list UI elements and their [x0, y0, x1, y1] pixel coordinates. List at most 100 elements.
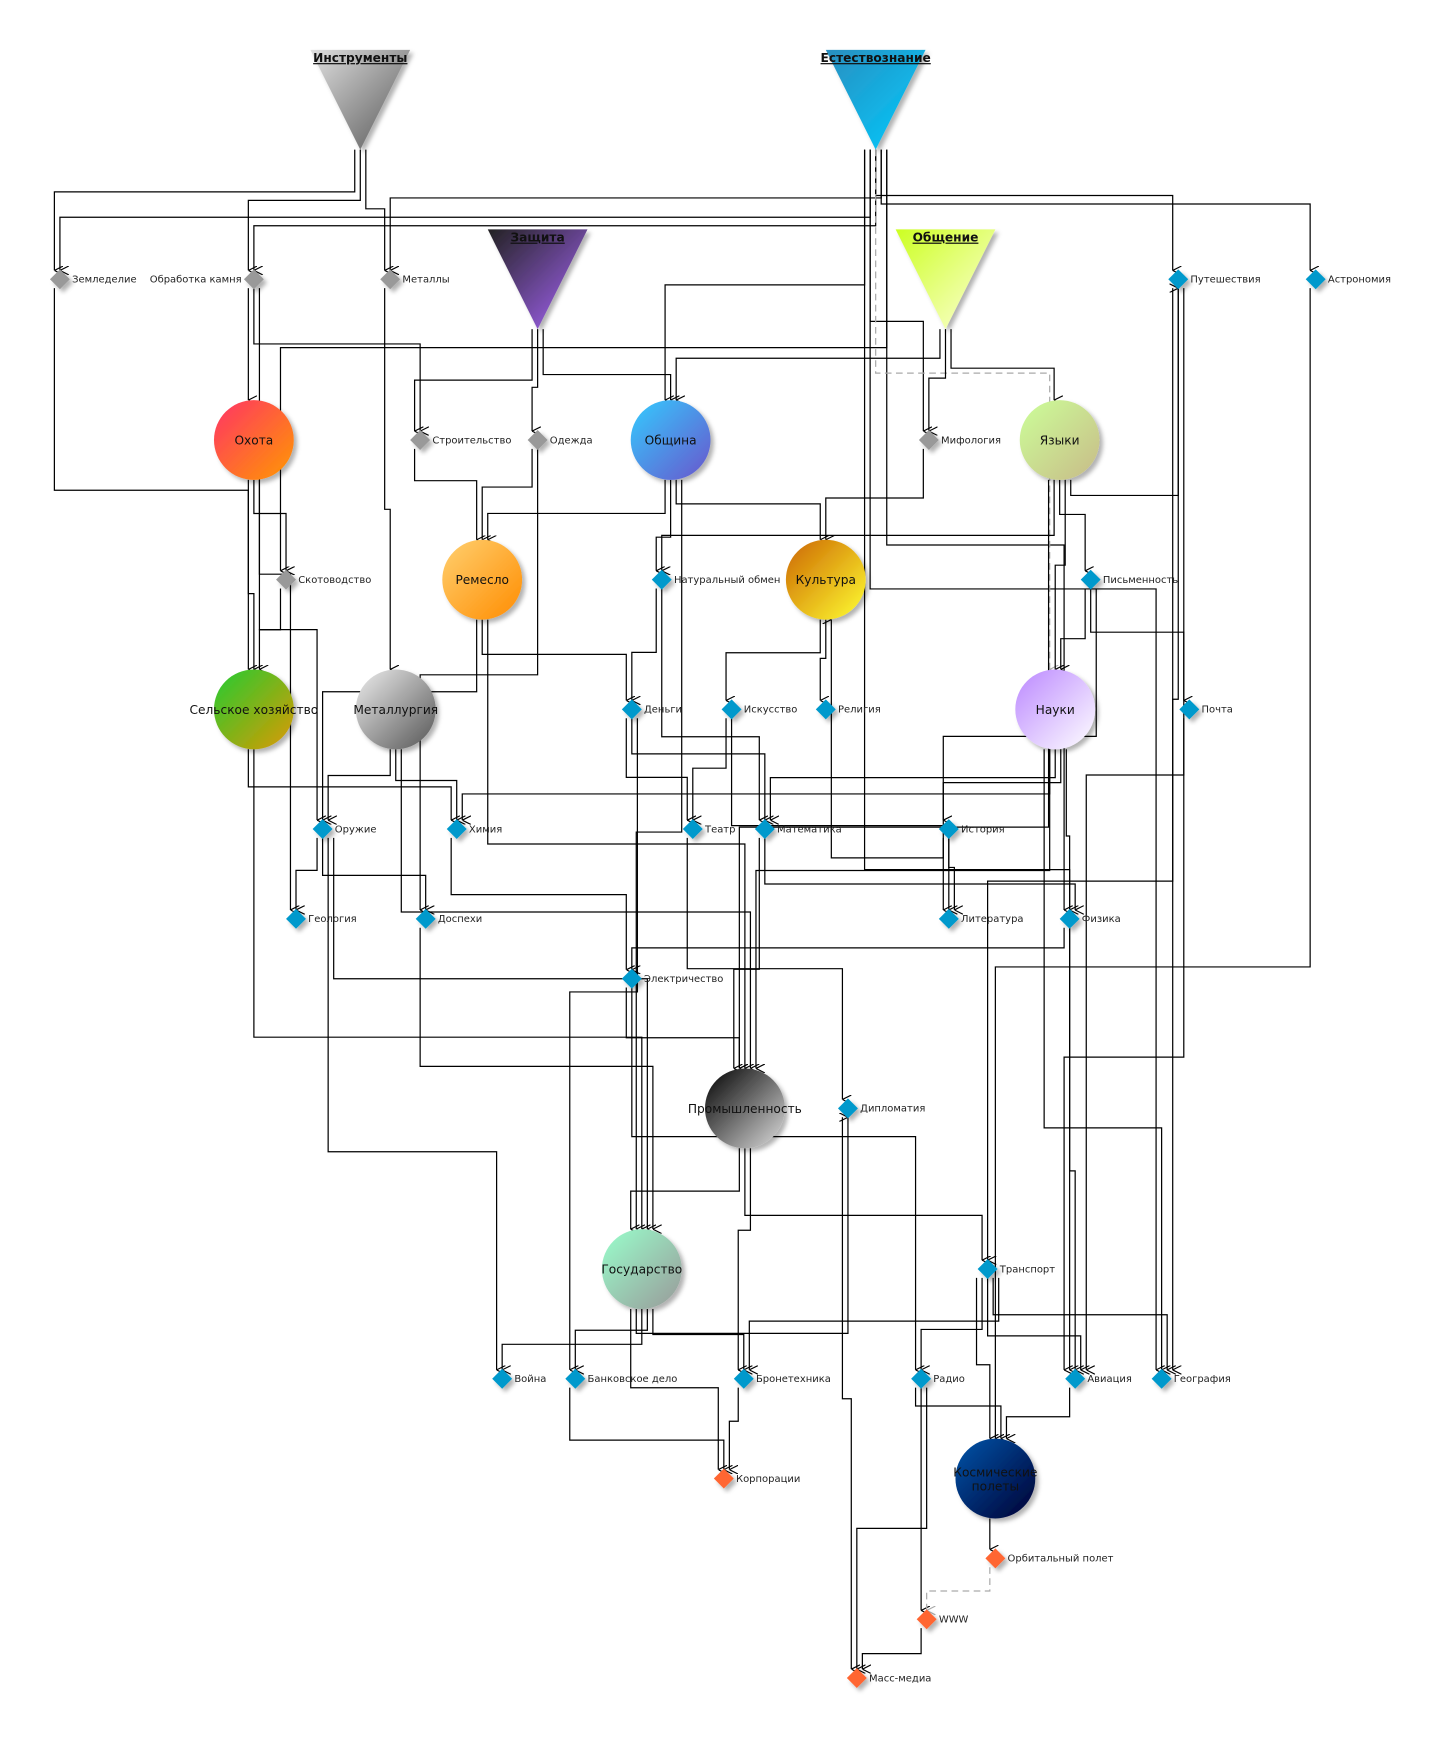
- node-pismennost[interactable]: Письменность: [1080, 569, 1179, 590]
- node-label: Банковское дело: [587, 1374, 677, 1385]
- diamond-node-shape: [1305, 269, 1326, 290]
- node-obrabotka[interactable]: Обработка камня: [150, 269, 264, 290]
- diamond-node-shape: [446, 819, 467, 840]
- node-pochta[interactable]: Почта: [1179, 699, 1233, 720]
- edge-promyshlennost-to-gosudarstvo: [630, 1148, 740, 1229]
- node-kultura[interactable]: Культура: [785, 539, 866, 620]
- node-orbitalny[interactable]: Орбитальный полет: [985, 1548, 1114, 1569]
- diamond-node-shape: [721, 699, 742, 720]
- diamond-node-shape: [621, 699, 642, 720]
- node-stroitelstvo[interactable]: Строительство: [410, 430, 511, 450]
- edge-yazyki-to-promyshlennost: [738, 479, 1050, 1069]
- node-voyna[interactable]: Война: [492, 1368, 546, 1389]
- edge-obshchina-to-gosudarstvo: [635, 479, 683, 1229]
- node-label: Астрономия: [1328, 275, 1391, 286]
- node-religiya[interactable]: Религия: [815, 699, 881, 720]
- node-label: Ремесло: [455, 573, 509, 587]
- node-label: Почта: [1202, 705, 1233, 716]
- edge-orbitalny-to-www: [926, 1567, 991, 1610]
- node-istoriya[interactable]: История: [938, 819, 1005, 840]
- node-skotovodstvo[interactable]: Скотоводство: [276, 569, 371, 590]
- node-geologiya[interactable]: Геология: [286, 908, 357, 929]
- node-label: Искусство: [744, 705, 798, 716]
- edge-pochta-to-aviatsiya: [1063, 718, 1185, 1370]
- triangle-node-shape: [895, 229, 996, 330]
- edge-pismennost-to-pochta: [1090, 588, 1184, 701]
- node-mifologiya[interactable]: Мифология: [918, 430, 1001, 450]
- node-metally[interactable]: Металлы: [380, 269, 450, 290]
- node-literatura[interactable]: Литература: [938, 908, 1024, 929]
- edge-gosudarstvo-to-diplomatiya: [635, 1117, 849, 1334]
- node-label: Война: [514, 1374, 546, 1385]
- node-label: География: [1174, 1374, 1231, 1385]
- node-diplomatiya[interactable]: Дипломатия: [837, 1098, 925, 1119]
- edge-puteshestviya-to-aviatsiya: [1085, 288, 1185, 1370]
- circle-node-shape: [704, 1068, 785, 1149]
- node-label: WWW: [939, 1615, 969, 1626]
- edge-www-to-massmedia: [861, 1628, 922, 1669]
- node-selskoe[interactable]: Сельское хозяйство: [190, 669, 319, 750]
- edge-obshchina-to-naturalny: [655, 479, 672, 571]
- node-dospehi[interactable]: Доспехи: [415, 908, 483, 929]
- node-puteshestviya[interactable]: Путешествия: [1168, 269, 1261, 290]
- node-promyshlennost[interactable]: Промышленность: [688, 1068, 802, 1149]
- node-zemledelie[interactable]: Земледелие: [49, 269, 137, 290]
- edge-dengi-to-teatr: [625, 718, 687, 820]
- node-himiya[interactable]: Химия: [446, 819, 502, 840]
- node-matematika[interactable]: Математика: [754, 819, 842, 840]
- edge-yazyki-to-nauki: [1054, 479, 1066, 670]
- node-naturalny[interactable]: Натуральный обмен: [651, 569, 781, 590]
- node-iskusstvo[interactable]: Искусство: [721, 699, 798, 720]
- edge-istoriya-to-literatura: [948, 837, 955, 910]
- node-fizika[interactable]: Физика: [1059, 908, 1121, 929]
- edge-gosudarstvo-to-korporatsii: [630, 1308, 719, 1470]
- circle-node-shape: [442, 539, 523, 620]
- node-bronetehnika[interactable]: Бронетехника: [733, 1368, 831, 1389]
- node-yazyki[interactable]: Языки: [1019, 400, 1100, 480]
- node-obshchenie[interactable]: Общение: [895, 229, 996, 330]
- node-massmedia[interactable]: Масс-медиа: [846, 1668, 932, 1689]
- edge-transport-to-aviatsiya: [987, 1277, 1081, 1370]
- node-instrumenty[interactable]: Инструменты: [310, 49, 411, 150]
- node-bankovskoe[interactable]: Банковское дело: [565, 1368, 677, 1389]
- node-transport[interactable]: Транспорт: [977, 1259, 1056, 1280]
- node-korporatsii[interactable]: Корпорации: [713, 1468, 800, 1489]
- node-label: Дипломатия: [860, 1104, 925, 1115]
- node-remeslo[interactable]: Ремесло: [442, 539, 523, 620]
- node-dengi[interactable]: Деньги: [621, 699, 682, 720]
- node-odezhda[interactable]: Одежда: [527, 430, 593, 450]
- node-teatr[interactable]: Театр: [682, 819, 736, 840]
- node-nauki[interactable]: Науки: [1015, 669, 1096, 750]
- edge-metallurgiya-to-promyshlennost: [400, 749, 750, 1068]
- node-radio[interactable]: Радио: [911, 1368, 965, 1389]
- edge-obshchina-to-remeslo: [487, 479, 666, 540]
- edge-transport-to-radio: [920, 1277, 983, 1370]
- diamond-node-shape: [1080, 569, 1101, 590]
- node-gosudarstvo[interactable]: Государство: [601, 1229, 682, 1309]
- edge-yazyki-to-pismennost: [1059, 479, 1085, 571]
- edge-instrumenty-to-obrabotka: [247, 149, 361, 271]
- node-aviatsiya[interactable]: Авиация: [1065, 1368, 1132, 1389]
- edge-estestvoznanie-to-nauki: [875, 149, 1050, 670]
- node-astronomiya[interactable]: Астрономия: [1305, 269, 1391, 290]
- node-ohota[interactable]: Охота: [213, 400, 294, 480]
- node-oruzhie[interactable]: Оружие: [312, 819, 377, 840]
- node-label: Электричество: [644, 974, 723, 985]
- edge-instrumenty-to-metally: [365, 149, 385, 271]
- circle-node-shape: [785, 539, 866, 620]
- node-estestvoznanie[interactable]: Естествознание: [821, 49, 931, 150]
- node-www[interactable]: WWW: [916, 1609, 969, 1630]
- node-zashchita[interactable]: Защита: [487, 229, 588, 330]
- edge-estestvoznanie-to-astronomiya: [880, 149, 1310, 271]
- node-geografiya[interactable]: География: [1151, 1368, 1231, 1389]
- edge-astronomiya-to-kosmicheskie: [994, 288, 1311, 1438]
- edge-metally-to-metallurgiya: [384, 288, 391, 669]
- node-elektrichestvo[interactable]: Электричество: [621, 968, 724, 989]
- diamond-node-shape: [846, 1668, 867, 1689]
- edge-odezhda-to-remeslo: [481, 448, 533, 540]
- edge-matematika-to-fizika: [764, 837, 1075, 910]
- node-label: Путешествия: [1190, 275, 1260, 286]
- node-metallurgiya[interactable]: Металлургия: [353, 669, 438, 750]
- node-obshchina[interactable]: Община: [630, 400, 711, 480]
